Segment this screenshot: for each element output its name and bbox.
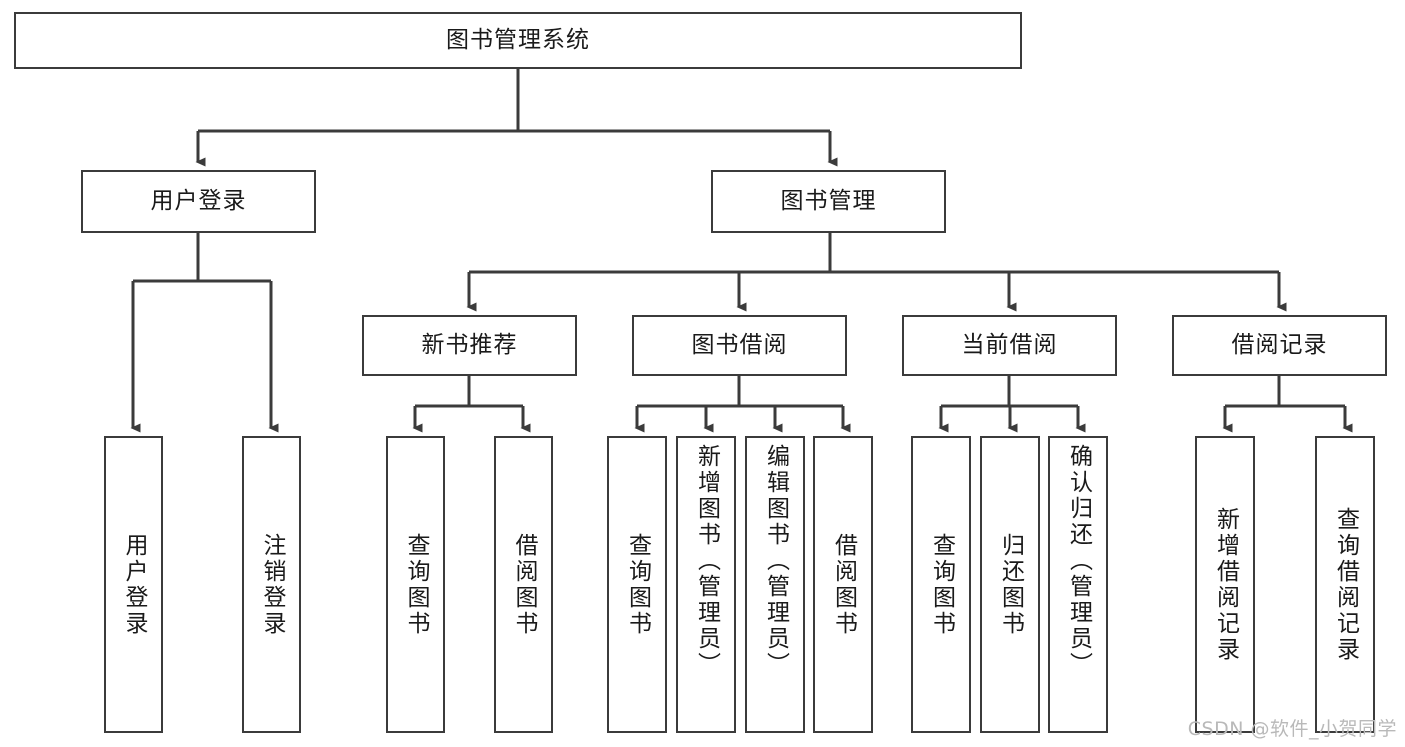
leaf-current-borrow-confirm-return-admin[interactable]: 确认归还（管理员） (1048, 436, 1108, 733)
node-label: 图书管理系统 (446, 26, 590, 53)
watermark: CSDN @软件_小贺同学 (1187, 718, 1397, 740)
node-label: 查询借阅记录 (1332, 506, 1359, 663)
node-user-login[interactable]: 用户登录 (81, 170, 316, 233)
node-label: 归还图书 (997, 532, 1024, 637)
node-label: 借阅图书 (511, 532, 537, 637)
node-label: 查询图书 (403, 532, 429, 637)
node-label: 用户登录 (121, 532, 147, 637)
node-label: 新书推荐 (421, 331, 518, 358)
node-label: 确认归还（管理员） (1065, 444, 1092, 678)
node-label: 查询图书 (624, 532, 651, 637)
leaf-new-book-borrow-book[interactable]: 借阅图书 (494, 436, 553, 733)
node-book-borrow[interactable]: 图书借阅 (632, 315, 847, 376)
node-label: 图书管理 (780, 187, 877, 214)
node-borrow-record[interactable]: 借阅记录 (1172, 315, 1387, 376)
node-book-management[interactable]: 图书管理 (711, 170, 946, 233)
leaf-book-borrow-edit-book-admin[interactable]: 编辑图书（管理员） (745, 436, 805, 733)
node-label: 当前借阅 (961, 331, 1058, 358)
node-label: 新增图书（管理员） (693, 444, 720, 678)
node-label: 借阅图书 (830, 532, 857, 637)
leaf-current-borrow-query-book[interactable]: 查询图书 (911, 436, 971, 733)
leaf-borrow-record-query-record[interactable]: 查询借阅记录 (1315, 436, 1375, 733)
leaf-book-borrow-borrow-book[interactable]: 借阅图书 (813, 436, 873, 733)
node-label: 查询图书 (928, 532, 955, 637)
leaf-borrow-record-add-record[interactable]: 新增借阅记录 (1195, 436, 1255, 733)
node-label: 图书借阅 (691, 331, 788, 358)
leaf-new-book-query-book[interactable]: 查询图书 (386, 436, 445, 733)
leaf-user-login-logout[interactable]: 注销登录 (242, 436, 301, 733)
leaf-user-login-login[interactable]: 用户登录 (104, 436, 163, 733)
node-label: 用户登录 (150, 187, 247, 214)
leaf-book-borrow-add-book-admin[interactable]: 新增图书（管理员） (676, 436, 736, 733)
leaf-book-borrow-query-book[interactable]: 查询图书 (607, 436, 667, 733)
node-label: 新增借阅记录 (1212, 506, 1239, 663)
node-label: 注销登录 (259, 532, 285, 637)
node-root-book-management-system[interactable]: 图书管理系统 (14, 12, 1022, 69)
node-label: 借阅记录 (1231, 331, 1328, 358)
node-new-book-recommend[interactable]: 新书推荐 (362, 315, 577, 376)
node-current-borrow[interactable]: 当前借阅 (902, 315, 1117, 376)
leaf-current-borrow-return-book[interactable]: 归还图书 (980, 436, 1040, 733)
node-label: 编辑图书（管理员） (762, 444, 789, 678)
